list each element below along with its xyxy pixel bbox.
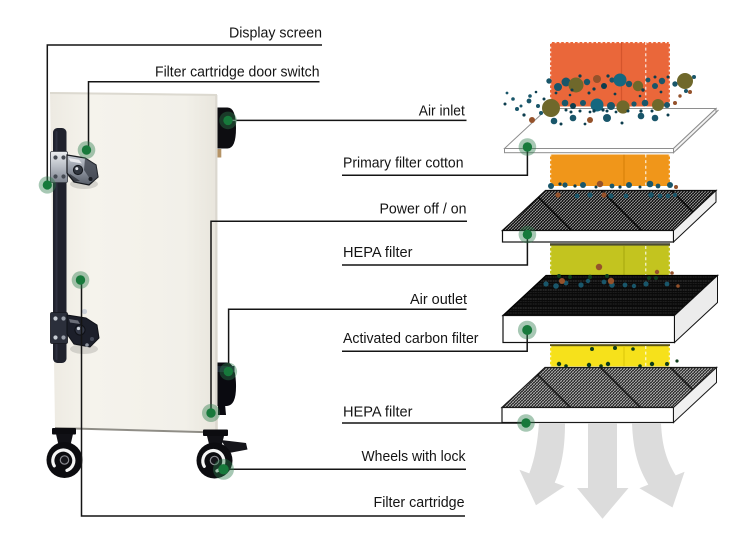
svg-text:Filter cartridge door switch: Filter cartridge door switch: [155, 63, 320, 80]
svg-text:Filter cartridge: Filter cartridge: [374, 494, 465, 511]
svg-text:Display screen: Display screen: [229, 25, 322, 42]
svg-text:HEPA filter: HEPA filter: [343, 244, 413, 261]
svg-text:Primary filter cotton: Primary filter cotton: [343, 154, 464, 171]
svg-text:Air inlet: Air inlet: [419, 102, 466, 119]
svg-text:Power off / on: Power off / on: [380, 201, 467, 218]
svg-text:HEPA filter: HEPA filter: [343, 403, 413, 420]
svg-text:Wheels with lock: Wheels with lock: [362, 448, 466, 465]
svg-text:Activated carbon filter: Activated carbon filter: [343, 330, 479, 347]
svg-text:Air outlet: Air outlet: [410, 291, 468, 308]
